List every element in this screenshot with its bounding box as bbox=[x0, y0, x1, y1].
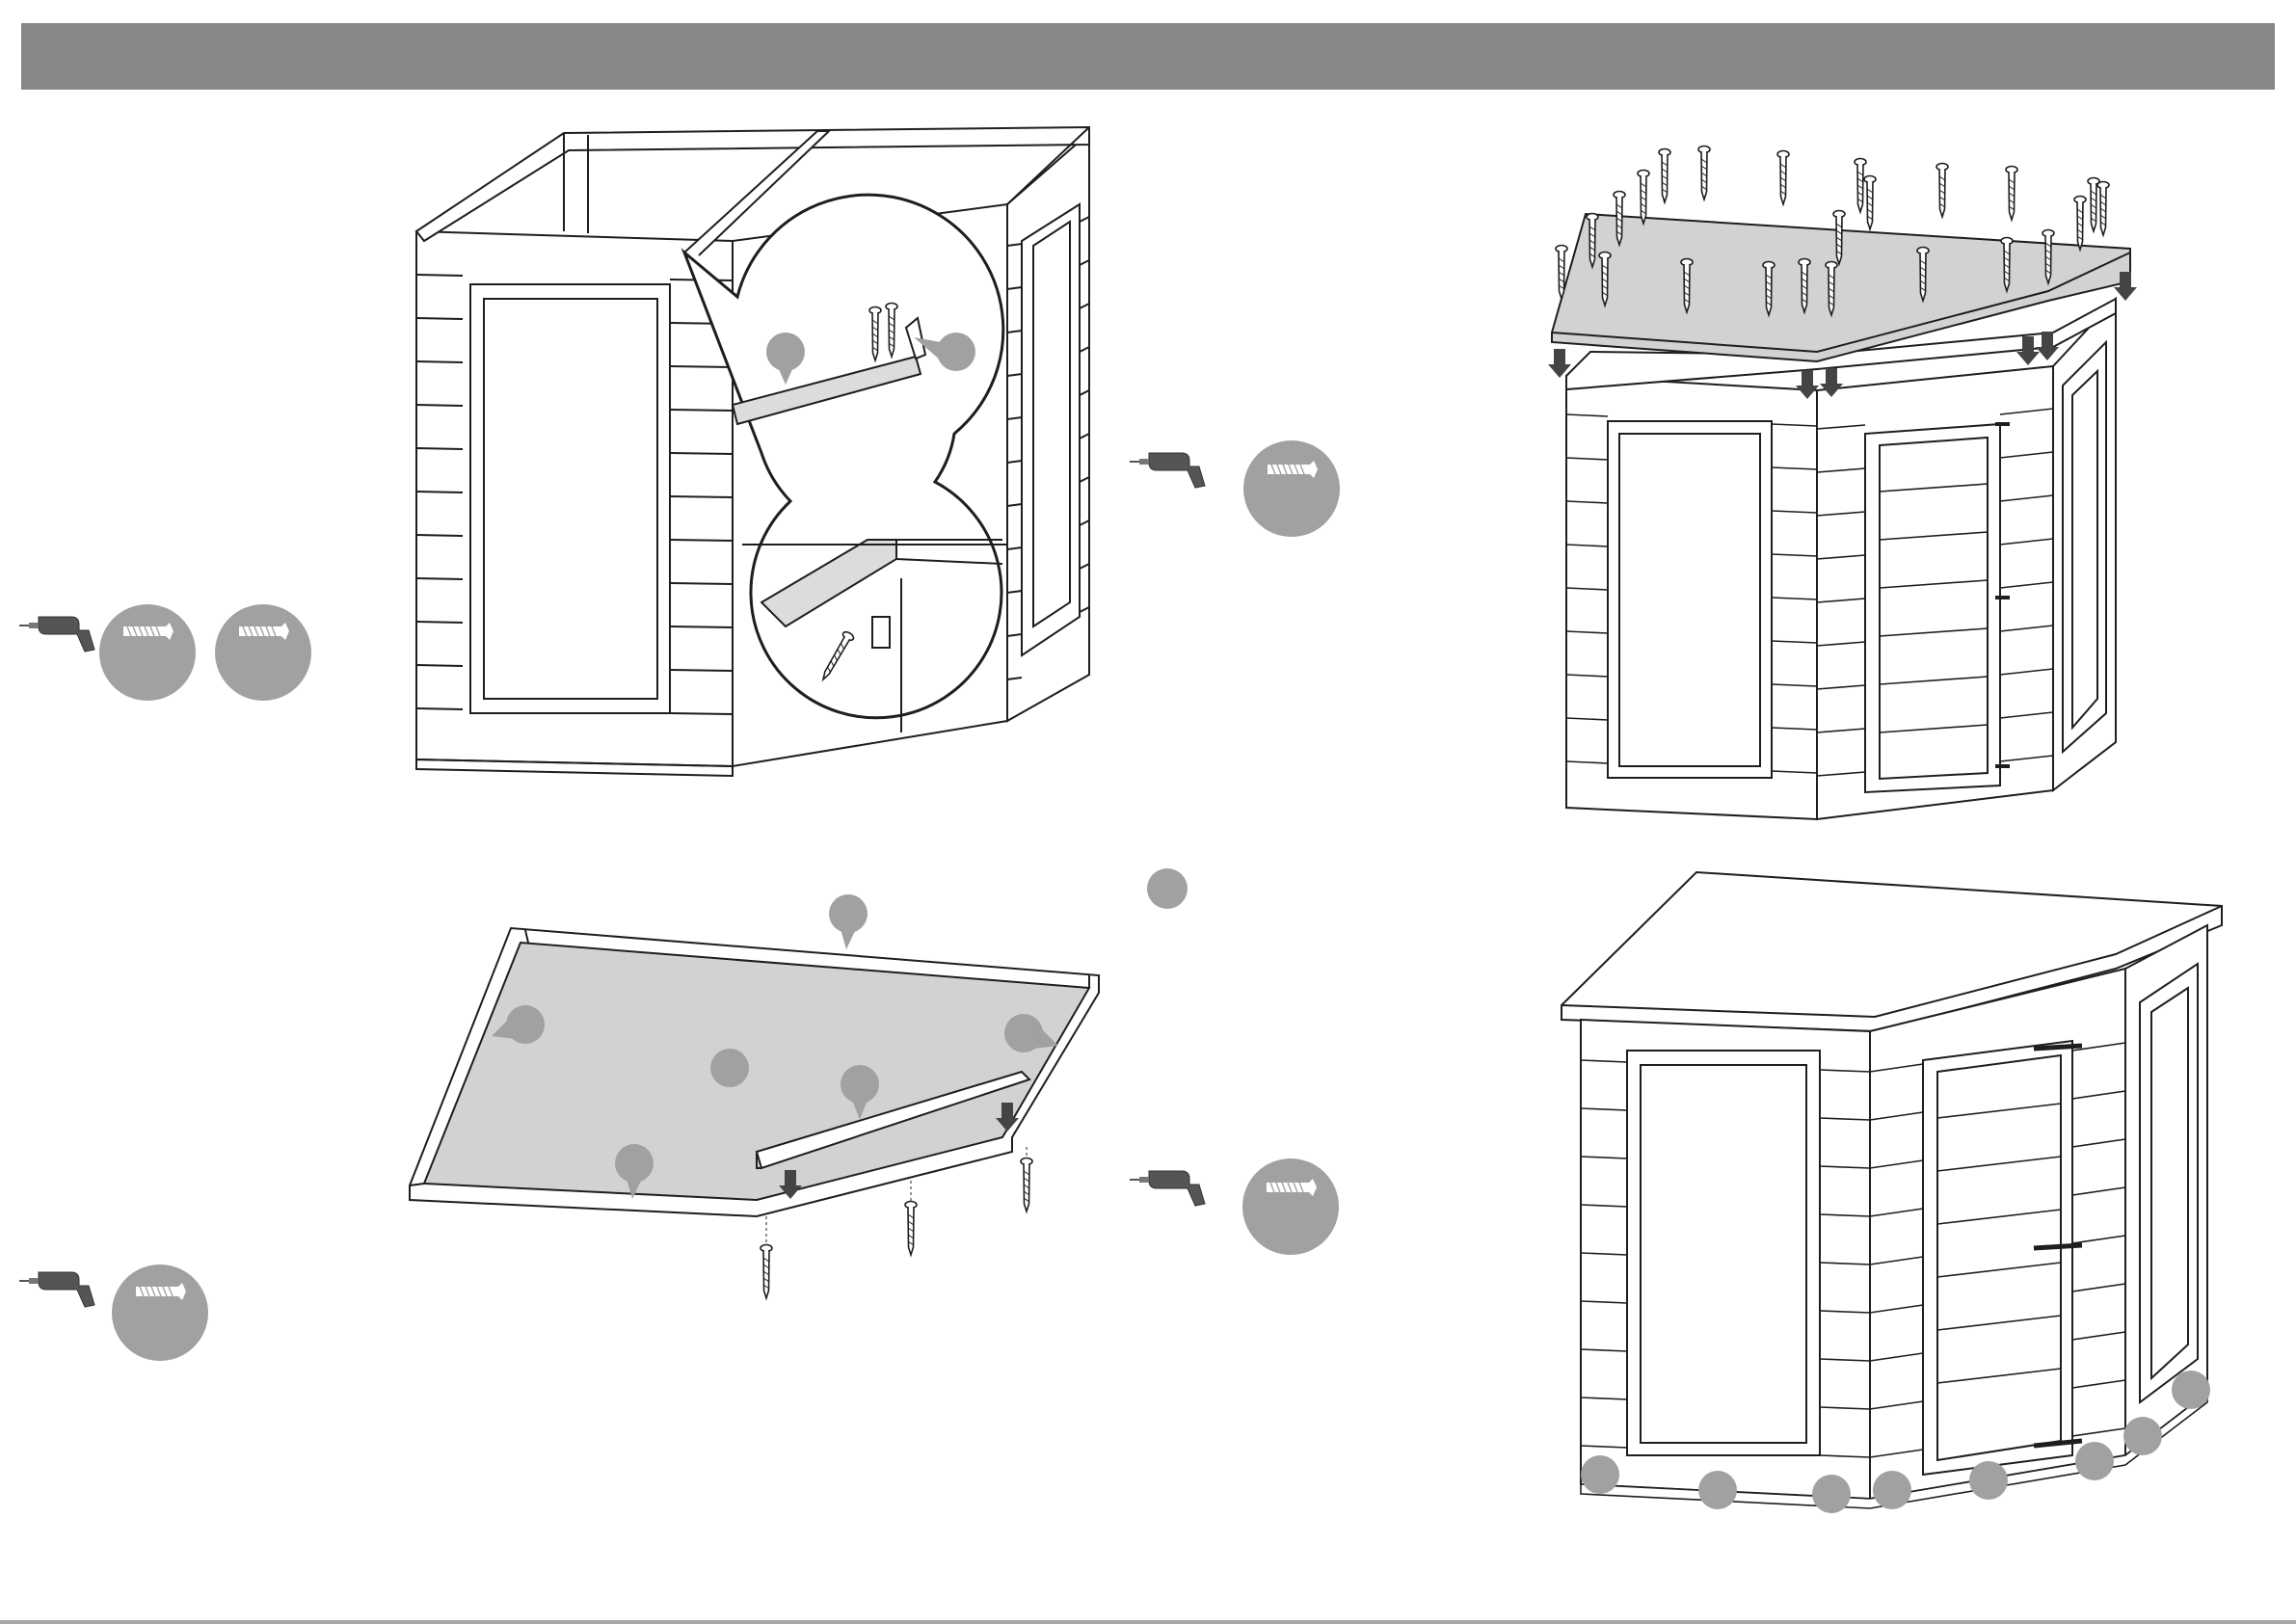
drill-icon bbox=[19, 617, 94, 652]
screw-badge bbox=[99, 604, 196, 701]
screw-badge bbox=[215, 604, 311, 701]
step-roof-panel-screws bbox=[1130, 146, 2137, 820]
screw-badge bbox=[1242, 1158, 1339, 1255]
step-top-frame-brackets bbox=[19, 127, 1089, 776]
screw-badge bbox=[1243, 440, 1340, 537]
drill-icon bbox=[1130, 453, 1205, 488]
step-roof-panel-battens bbox=[19, 894, 1099, 1361]
footer-line bbox=[0, 1620, 2296, 1624]
drill-icon bbox=[1130, 1171, 1205, 1206]
step-completed-shed bbox=[1562, 872, 2222, 1513]
part-marker bbox=[1147, 868, 1188, 909]
step-roof-fitting-screws bbox=[1130, 868, 1339, 1255]
drill-icon bbox=[19, 1272, 94, 1307]
screw-badge bbox=[112, 1265, 208, 1361]
